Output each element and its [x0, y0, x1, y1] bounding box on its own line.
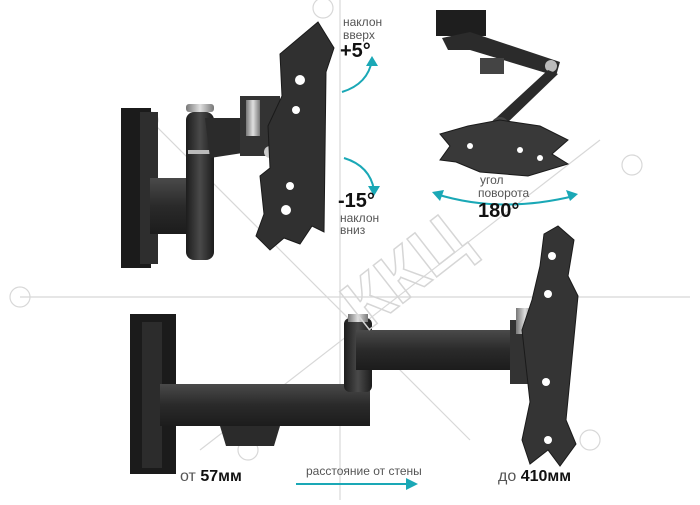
- distance-max: до 410мм: [498, 468, 571, 486]
- rotation-value: 180°: [478, 200, 520, 222]
- tilt-up-label-2: вверх: [343, 28, 375, 42]
- tilt-up-value: +5°: [340, 40, 371, 62]
- distance-min-value: 57мм: [200, 468, 242, 485]
- bracket-top-view: [436, 10, 570, 177]
- bracket-side-view: [121, 21, 335, 268]
- tilt-down-label-1: наклон: [340, 211, 380, 225]
- distance-max-prefix: до: [498, 468, 517, 485]
- tilt-down-label-2: вниз: [340, 223, 366, 237]
- distance-min-prefix: от: [180, 468, 196, 485]
- rotation-label-1: угол: [480, 173, 504, 187]
- tilt-down-value: -15°: [338, 190, 375, 212]
- distance-caption: расстояние от стены: [306, 464, 422, 478]
- distance-max-value: 410мм: [520, 468, 572, 485]
- distance-min: от 57мм: [180, 468, 242, 486]
- rotation-label-2: поворота: [478, 186, 530, 200]
- bracket-extended: [130, 225, 579, 474]
- tilt-up-label-1: наклон: [343, 15, 383, 29]
